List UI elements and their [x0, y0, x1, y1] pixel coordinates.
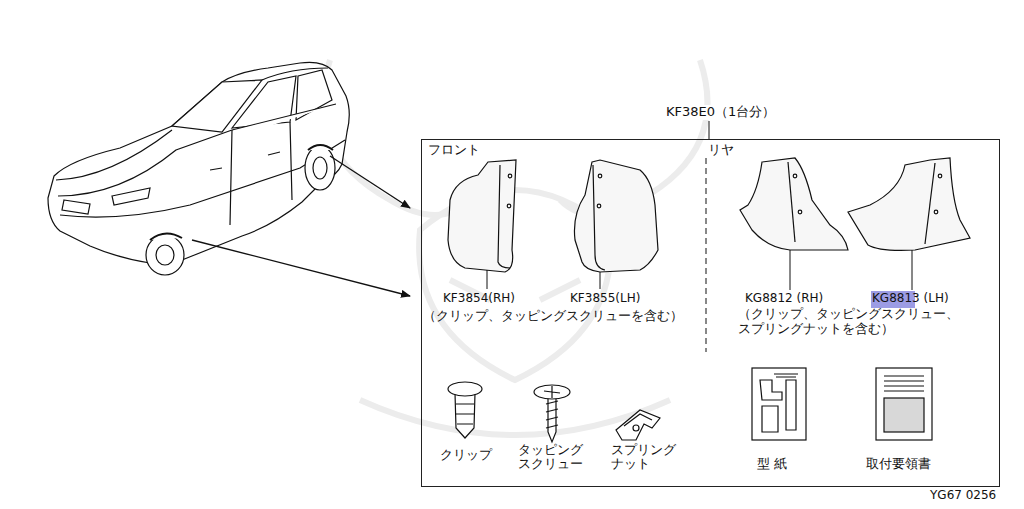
- kit-number: KF38E0（1台分）: [666, 105, 775, 120]
- pointer-arrow: [330, 156, 410, 208]
- section-heading: リヤ: [708, 143, 734, 158]
- car-illustration: [48, 62, 349, 275]
- document-icons: [752, 368, 932, 440]
- leader-lines: [487, 250, 912, 290]
- part-note: （クリップ、タッピングスクリューを含む）: [423, 309, 683, 324]
- divider: [706, 158, 707, 352]
- pointer-arrow: [192, 240, 410, 296]
- part-number: KF3854(RH): [443, 292, 515, 306]
- section-heading: フロント: [428, 143, 480, 158]
- component-label: スプリング ナット: [611, 443, 681, 471]
- mud-flaps: [448, 158, 970, 272]
- component-label: 取付要領書: [866, 457, 931, 472]
- part-number: KG8813 (LH): [872, 292, 949, 306]
- fastener-icons: [448, 382, 660, 442]
- component-label: 型 紙: [757, 457, 787, 472]
- component-label: クリップ: [440, 448, 492, 463]
- part-note: （クリップ、タッピングスクリュー、 スプリングナットを含む）: [738, 306, 964, 336]
- watermark: [323, 60, 708, 435]
- figure-code: YG67 0256: [930, 489, 996, 503]
- part-number: KG8812 (RH): [745, 292, 823, 306]
- leader-line: [709, 121, 710, 139]
- part-number: KF3855(LH): [570, 292, 640, 306]
- component-label: タッピング スクリュー: [515, 443, 585, 471]
